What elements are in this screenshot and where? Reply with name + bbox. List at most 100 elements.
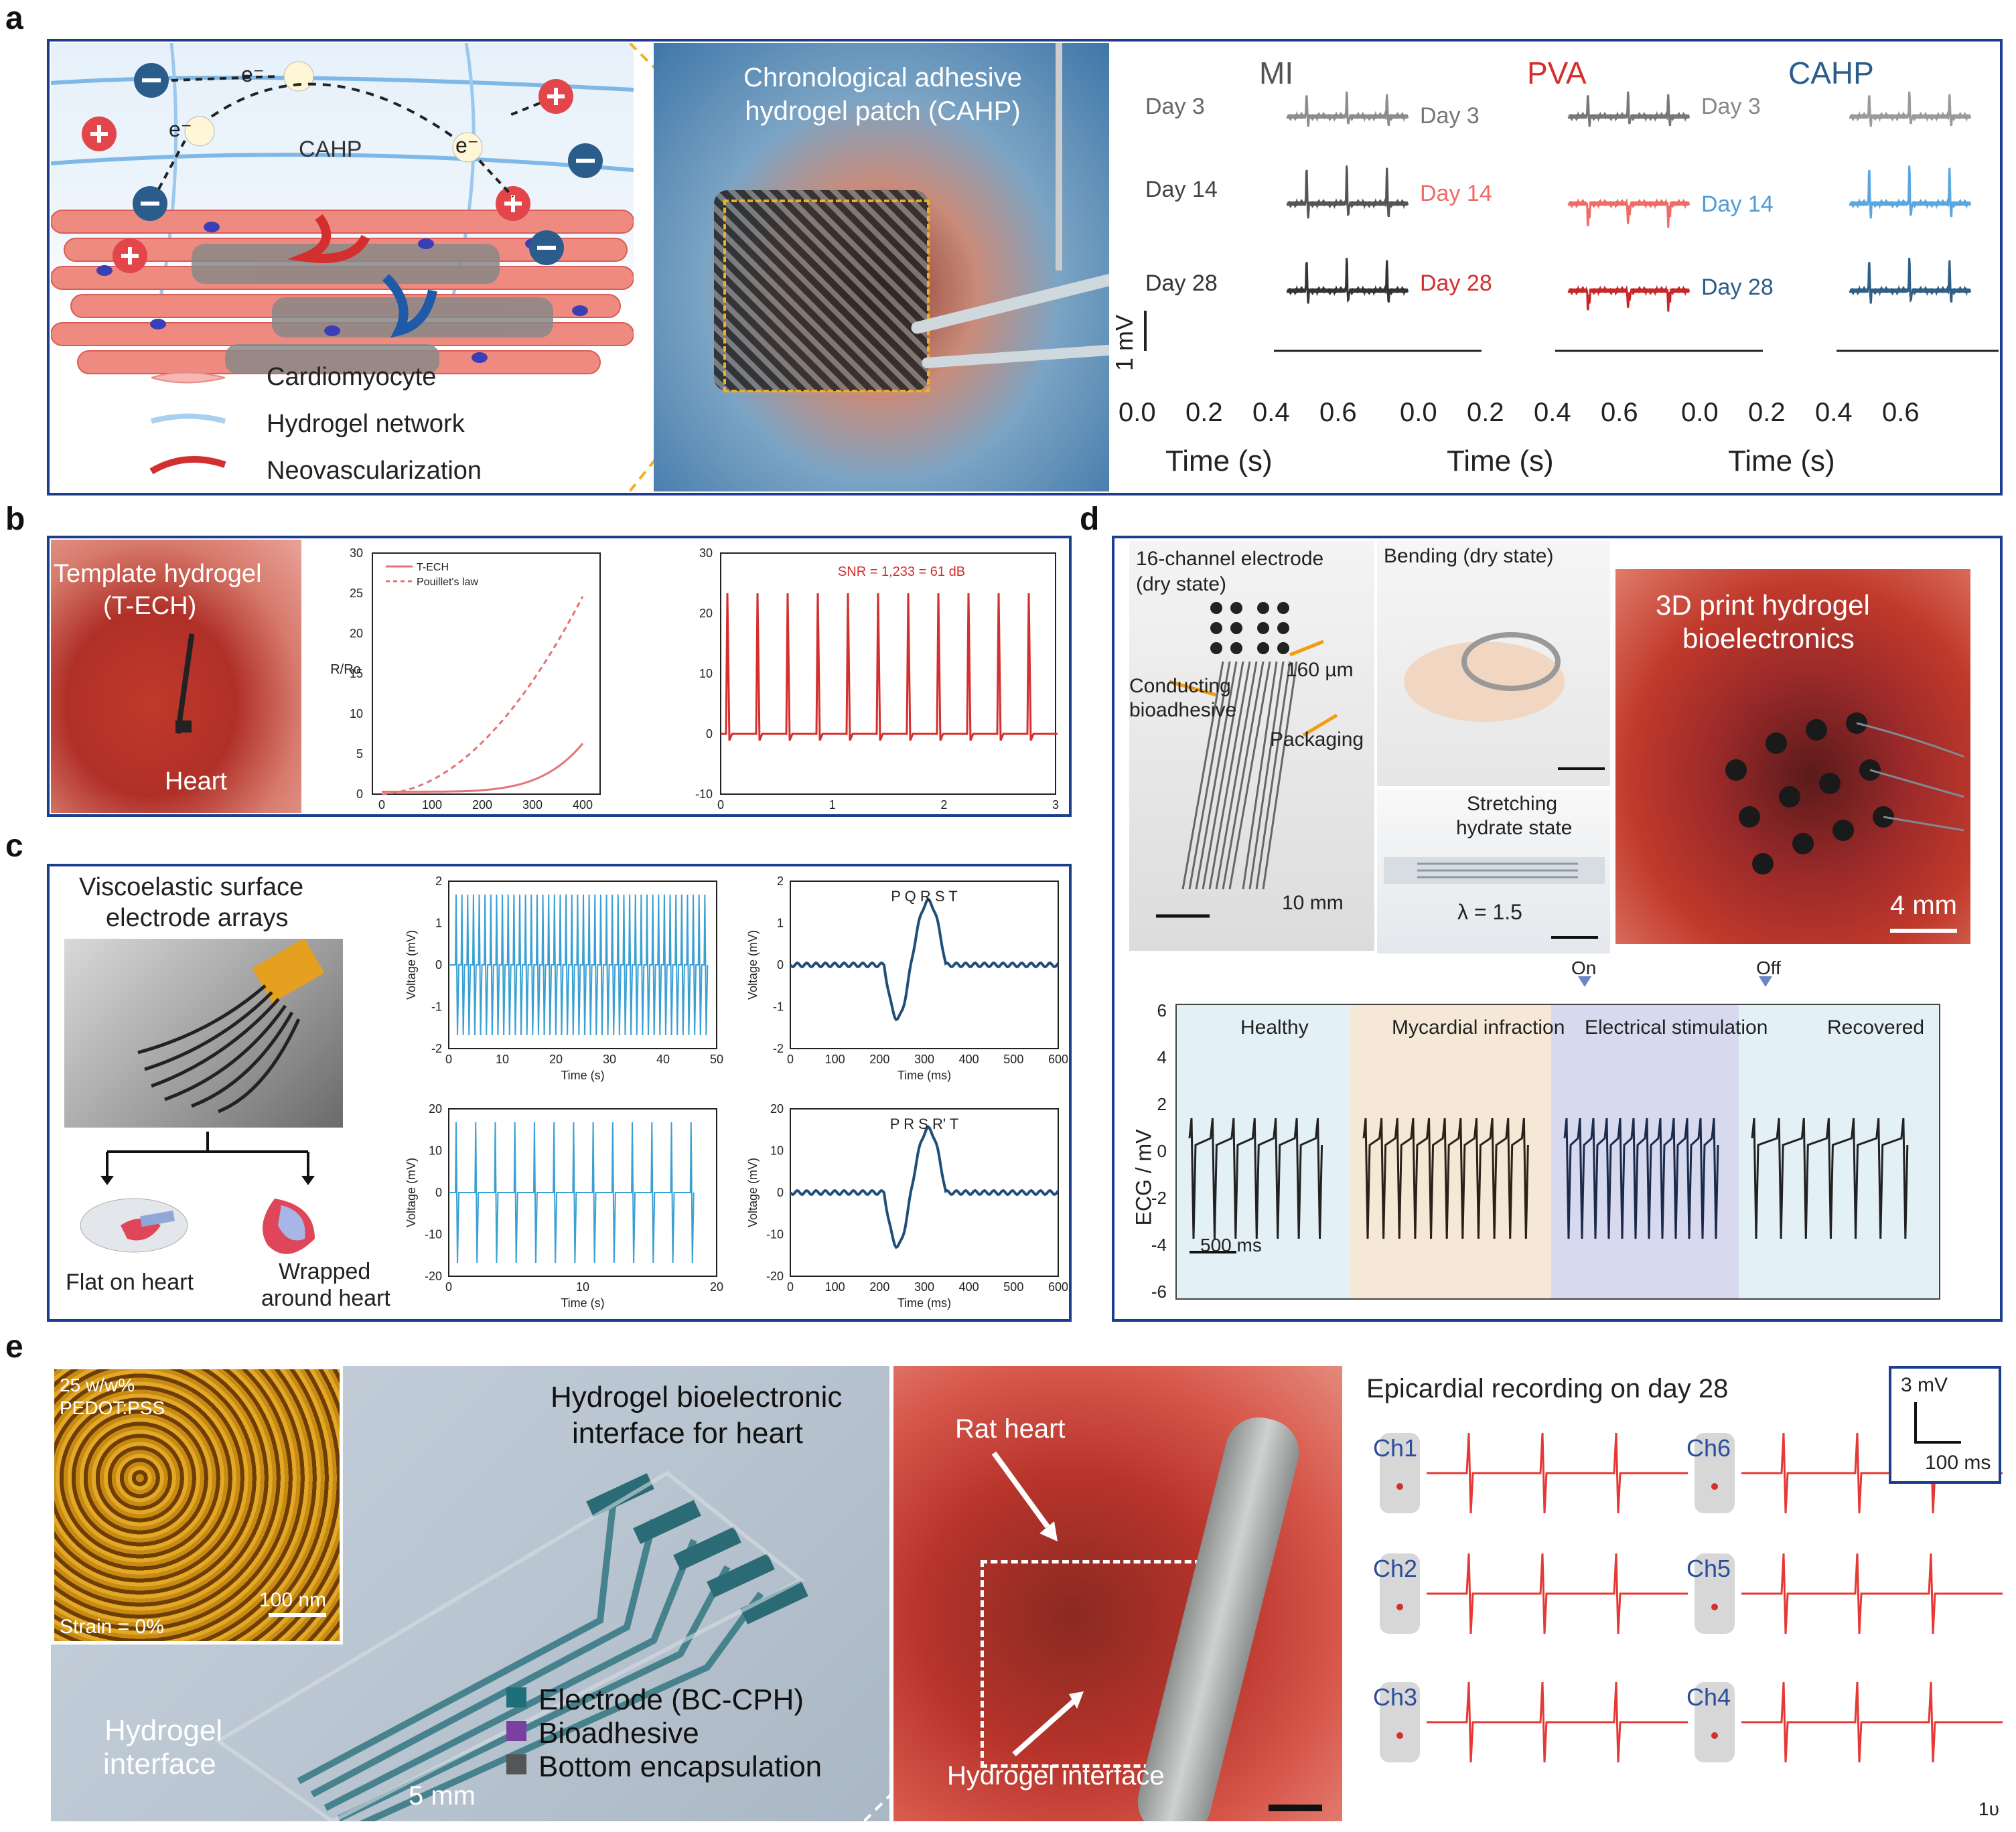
c-tl-xtick: 40	[656, 1053, 670, 1066]
inset-scale-bar	[269, 1613, 326, 1617]
chart2-ytick: 0	[706, 727, 713, 741]
network-label: CAHP	[299, 137, 362, 162]
c-bl-xtick: 10	[576, 1280, 589, 1294]
channel-array-icon	[1695, 1433, 1735, 1513]
group-title-cahp: CAHP	[1788, 56, 1874, 90]
chart1-legend-t-ech: T-ECH	[417, 562, 449, 573]
c-br-ytick: 20	[770, 1102, 784, 1116]
mi-xtick-0: 0.0	[1119, 398, 1156, 427]
inset-line1: 25 w/w%	[60, 1375, 135, 1395]
ecg-trace-pva-2	[1567, 285, 1690, 312]
c-bl-ylabel: Voltage (mV)	[405, 1158, 418, 1227]
t-ech-photo: Template hydrogel (T-ECH) Heart	[51, 540, 301, 813]
chart1-frame	[372, 552, 601, 795]
d-ecg-trace-3	[1751, 1118, 1909, 1239]
c-br-xtick: 200	[869, 1280, 889, 1294]
electron-label: e⁻	[455, 133, 479, 157]
channel-array-icon	[1380, 1433, 1420, 1513]
probe	[175, 633, 195, 734]
c-tr-xlabel: Time (ms)	[897, 1069, 951, 1082]
ch3-label: Ch3	[1373, 1683, 1418, 1711]
cahp-xlabel: Time (s)	[1728, 445, 1835, 477]
ecg-trace-cahp-1	[1849, 165, 1972, 219]
c-tl-trace	[449, 894, 709, 1036]
chart1-xtick: 100	[422, 798, 442, 812]
wrapped-line2: around heart	[261, 1286, 390, 1311]
d-lambda: λ = 1.5	[1457, 900, 1522, 924]
d-scale-4mm: 4 mm	[1890, 891, 1957, 920]
phase-healthy: Healthy	[1240, 1016, 1309, 1039]
c-tl-ytick: 2	[435, 874, 442, 888]
e-scale-5mm: 5 mm	[409, 1781, 476, 1811]
e-interface-line1: Hydrogel	[104, 1714, 223, 1747]
c-tr-xtick: 400	[959, 1053, 979, 1066]
chart2-xtick: 0	[717, 798, 724, 812]
c-br-xlabel: Time (ms)	[897, 1296, 951, 1310]
cahp-photo: Chronological adhesive hydrogel patch (C…	[654, 43, 1109, 491]
active-electrode	[1711, 1604, 1718, 1610]
c-bl-ytick: 0	[435, 1186, 442, 1199]
heart-label: Heart	[165, 767, 227, 795]
c-tr-xtick: 300	[914, 1053, 934, 1066]
c-tr-ytick: 0	[777, 958, 784, 972]
legend-electrode: Electrode (BC-CPH)	[538, 1683, 804, 1716]
electrode-drawing	[1156, 602, 1338, 918]
cahp-day14: Day 14	[1701, 192, 1774, 217]
c-tr-xtick: 500	[1003, 1053, 1023, 1066]
d-photo1-line2: (dry state)	[1136, 573, 1227, 595]
interface-drawing	[214, 1470, 808, 1821]
cahp-day3: Day 3	[1701, 94, 1761, 119]
c-tr-ytick: -1	[773, 1000, 784, 1014]
corner-mark: 1υ	[1978, 1799, 1999, 1819]
mi-xtick-2: 0.4	[1252, 398, 1290, 427]
c-title-line2: electrode arrays	[106, 904, 289, 932]
chart1-ytick: 10	[350, 707, 363, 720]
pva-day28: Day 28	[1420, 271, 1492, 296]
c-br-xtick: 0	[787, 1280, 794, 1294]
bending-drawing	[1404, 632, 1605, 770]
legend-encapsulation: Bottom encapsulation	[538, 1750, 822, 1783]
c-tr-trace	[789, 897, 1060, 1022]
channel-array-icon	[1380, 1682, 1420, 1762]
d-ecg-trace-1	[1362, 1118, 1529, 1239]
mi-day28: Day 28	[1145, 271, 1218, 296]
stim-on-marker	[1578, 976, 1591, 987]
c-bl-ytick: -20	[425, 1270, 442, 1283]
photo-title-line2: hydrogel patch (CAHP)	[745, 96, 1021, 126]
ecg-trace-mi-2	[1286, 258, 1409, 304]
t-ech-curve	[382, 743, 584, 793]
c-br-xtick: 400	[959, 1280, 979, 1294]
active-electrode	[1396, 1483, 1403, 1490]
afm-inset: 25 w/w% PEDOT:PSS Strain = 0% 100 nm	[51, 1366, 343, 1645]
ecg-trace-mi-0	[1286, 91, 1409, 127]
electron-label: e⁻	[169, 117, 192, 141]
d-thickness: 160 µm	[1286, 659, 1354, 681]
legend-cardiomyocyte: Cardiomyocyte	[267, 363, 437, 391]
chart2-frame	[720, 552, 1056, 795]
epicardial-trace	[1741, 1553, 2003, 1634]
d-ytick: 0	[1157, 1141, 1167, 1161]
chart2-ytick: -10	[695, 787, 713, 801]
chart1-legend-pouillet: Pouillet's law	[417, 577, 478, 588]
e-title-line1: Hydrogel bioelectronic	[551, 1381, 843, 1414]
ecg-trace-cahp-0	[1849, 91, 1972, 127]
e-ecg-svg	[1380, 1432, 2003, 1763]
active-electrode	[1711, 1483, 1718, 1490]
c-br-waves: P R S R' T	[890, 1116, 958, 1132]
c-br-xtick: 100	[825, 1280, 845, 1294]
epicardial-recording: Epicardial recording on day 28 Ch1 Ch2 C…	[1346, 1366, 2003, 1828]
chart2-xtick: 2	[940, 798, 947, 812]
c-tl-xlabel: Time (s)	[561, 1069, 604, 1082]
d-scale-500ms: 500 ms	[1200, 1235, 1262, 1255]
mi-xtick-1: 0.2	[1185, 398, 1223, 427]
t-ech-label-line2: (T-ECH)	[103, 592, 197, 620]
d-conducting-line1: Conducting	[1129, 675, 1231, 697]
snr-ecg-trace	[721, 593, 1058, 741]
rat-heart-photo: Rat heart Hydrogel interface	[893, 1366, 1342, 1821]
hydrogel-interface-label: Hydrogel interface	[947, 1761, 1165, 1790]
electrode-array-photo	[64, 939, 343, 1128]
d-ecg-frame	[1175, 1004, 1940, 1300]
electron-label: e⁻	[241, 62, 265, 86]
mi-xlabel: Time (s)	[1165, 445, 1273, 477]
